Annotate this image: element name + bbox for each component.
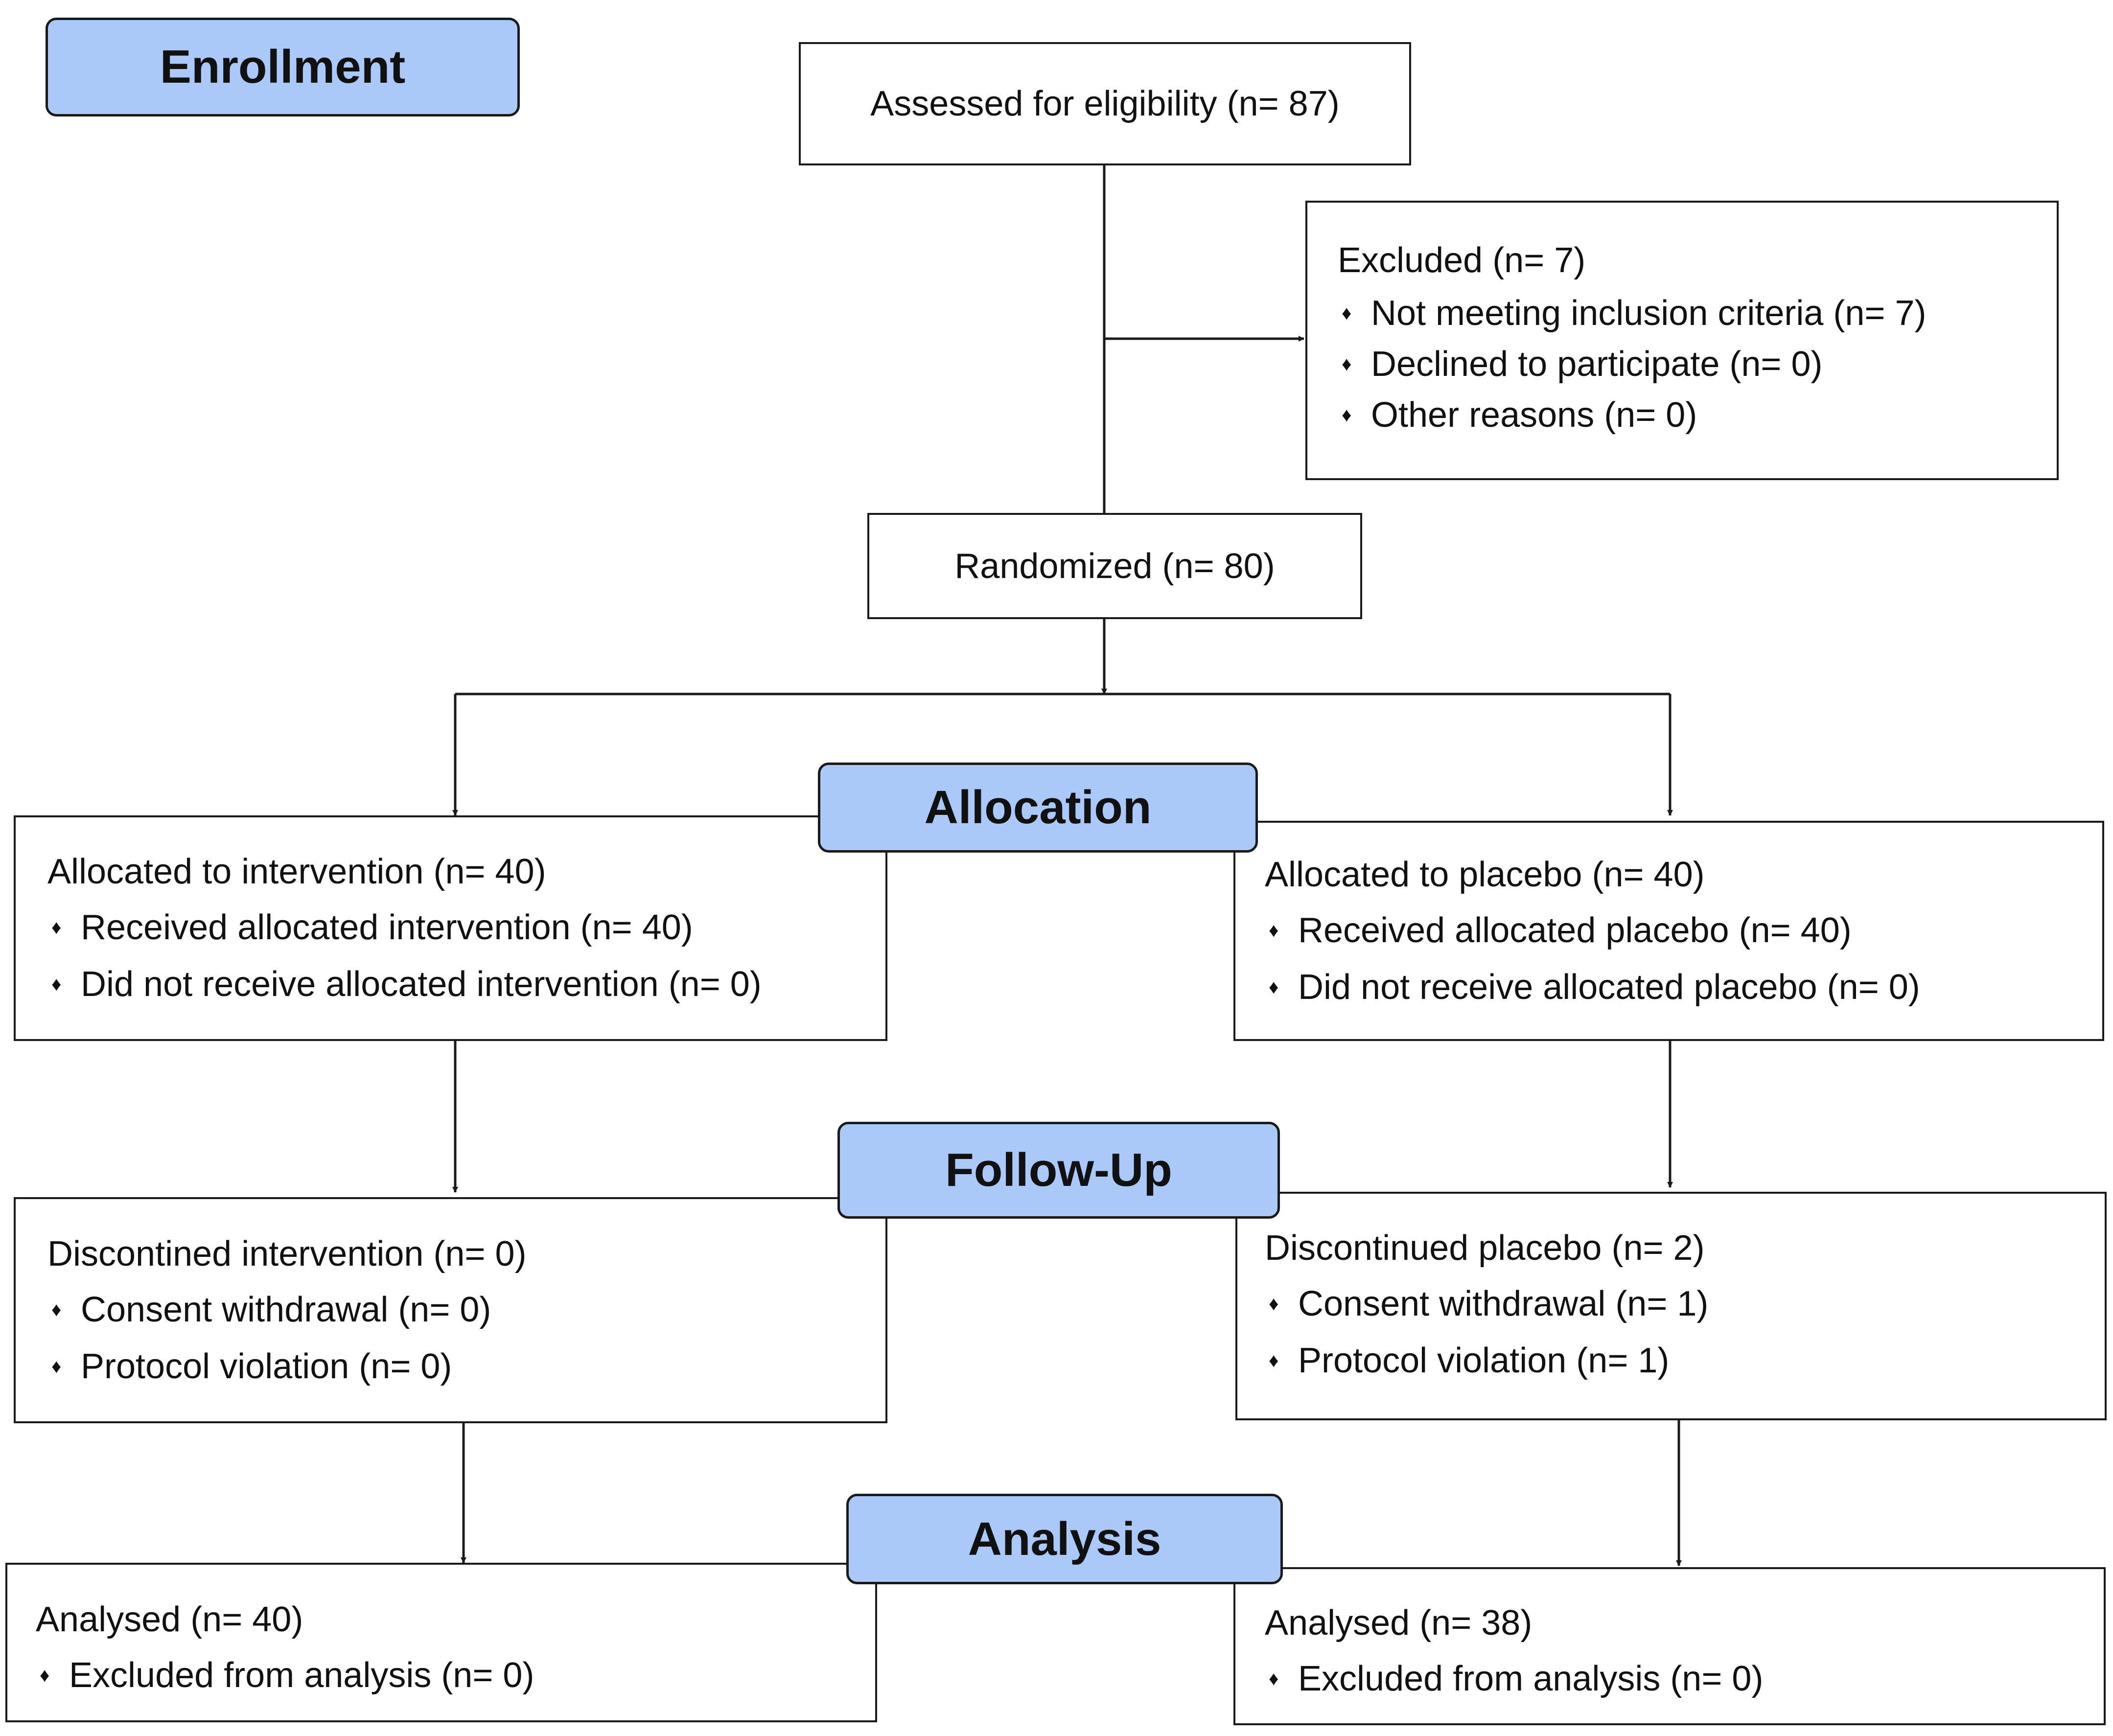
list-item: ♦Received allocated intervention (n= 40) bbox=[47, 899, 885, 956]
excluded-item: ♦Other reasons (n= 0) bbox=[1338, 390, 2057, 440]
randomized-text: Randomized (n= 80) bbox=[954, 546, 1275, 586]
list-item: ♦Received allocated placebo (n= 40) bbox=[1265, 902, 2102, 959]
followup-intervention-box: Discontined intervention (n= 0) ♦Consent… bbox=[14, 1197, 887, 1423]
list-item: ♦Excluded from analysis (n= 0) bbox=[1265, 1650, 2104, 1707]
analysis-intervention-list: ♦Excluded from analysis (n= 0) bbox=[36, 1647, 875, 1704]
list-item: ♦Protocol violation (n= 1) bbox=[1265, 1332, 2105, 1389]
followup-placebo-box: Discontinued placebo (n= 2) ♦Consent wit… bbox=[1235, 1192, 2107, 1420]
allocation-intervention-list: ♦Received allocated intervention (n= 40)… bbox=[47, 899, 885, 1013]
list-item: ♦Excluded from analysis (n= 0) bbox=[36, 1647, 875, 1704]
bullet-icon: ♦ bbox=[1269, 976, 1279, 998]
list-item: ♦Consent withdrawal (n= 0) bbox=[47, 1281, 885, 1338]
bullet-icon: ♦ bbox=[51, 973, 62, 995]
followup-intervention-list: ♦Consent withdrawal (n= 0) ♦Protocol vio… bbox=[47, 1281, 885, 1395]
allocation-placebo-heading: Allocated to placebo (n= 40) bbox=[1265, 855, 1705, 894]
excluded-box: Excluded (n= 7) ♦Not meeting inclusion c… bbox=[1305, 201, 2059, 480]
excluded-item: ♦Declined to participate (n= 0) bbox=[1338, 339, 2057, 390]
randomized-box: Randomized (n= 80) bbox=[867, 513, 1362, 619]
analysis-intervention-box: Analysed (n= 40) ♦Excluded from analysis… bbox=[5, 1563, 877, 1722]
stage-enrollment: Enrollment bbox=[46, 18, 520, 116]
bullet-icon: ♦ bbox=[51, 1299, 62, 1320]
list-item: ♦Protocol violation (n= 0) bbox=[47, 1338, 885, 1395]
bullet-icon: ♦ bbox=[1342, 302, 1352, 324]
excluded-list: ♦Not meeting inclusion criteria (n= 7) ♦… bbox=[1338, 288, 2057, 440]
stage-analysis: Analysis bbox=[846, 1494, 1283, 1584]
bullet-icon: ♦ bbox=[1269, 920, 1279, 941]
bullet-icon: ♦ bbox=[1269, 1293, 1279, 1315]
followup-placebo-list: ♦Consent withdrawal (n= 1) ♦Protocol vio… bbox=[1265, 1275, 2105, 1389]
analysis-placebo-heading: Analysed (n= 38) bbox=[1265, 1603, 1533, 1643]
excluded-item: ♦Not meeting inclusion criteria (n= 7) bbox=[1338, 288, 2057, 339]
list-item: ♦Did not receive allocated intervention … bbox=[47, 956, 885, 1013]
assessed-text: Assessed for eligibility (n= 87) bbox=[870, 84, 1340, 123]
excluded-heading: Excluded (n= 7) bbox=[1338, 241, 1586, 280]
stage-allocation: Allocation bbox=[818, 763, 1258, 853]
allocation-placebo-box: Allocated to placebo (n= 40) ♦Received a… bbox=[1233, 821, 2104, 1041]
allocation-intervention-heading: Allocated to intervention (n= 40) bbox=[47, 852, 546, 891]
followup-placebo-heading: Discontinued placebo (n= 2) bbox=[1265, 1228, 1705, 1268]
bullet-icon: ♦ bbox=[51, 1356, 62, 1377]
allocation-placebo-list: ♦Received allocated placebo (n= 40) ♦Did… bbox=[1265, 902, 2102, 1016]
assessed-box: Assessed for eligibility (n= 87) bbox=[799, 42, 1411, 165]
analysis-placebo-list: ♦Excluded from analysis (n= 0) bbox=[1265, 1650, 2104, 1707]
list-item: ♦Did not receive allocated placebo (n= 0… bbox=[1265, 959, 2102, 1016]
bullet-icon: ♦ bbox=[1342, 404, 1352, 426]
allocation-intervention-box: Allocated to intervention (n= 40) ♦Recei… bbox=[14, 815, 887, 1041]
bullet-icon: ♦ bbox=[1269, 1668, 1279, 1690]
stage-follow-up: Follow-Up bbox=[837, 1122, 1280, 1219]
list-item: ♦Consent withdrawal (n= 1) bbox=[1265, 1275, 2105, 1332]
followup-intervention-heading: Discontined intervention (n= 0) bbox=[47, 1234, 527, 1273]
bullet-icon: ♦ bbox=[51, 917, 62, 938]
bullet-icon: ♦ bbox=[1342, 353, 1352, 375]
bullet-icon: ♦ bbox=[1269, 1350, 1279, 1371]
analysis-intervention-heading: Analysed (n= 40) bbox=[36, 1600, 303, 1639]
bullet-icon: ♦ bbox=[40, 1665, 50, 1686]
analysis-placebo-box: Analysed (n= 38) ♦Excluded from analysis… bbox=[1233, 1567, 2106, 1725]
